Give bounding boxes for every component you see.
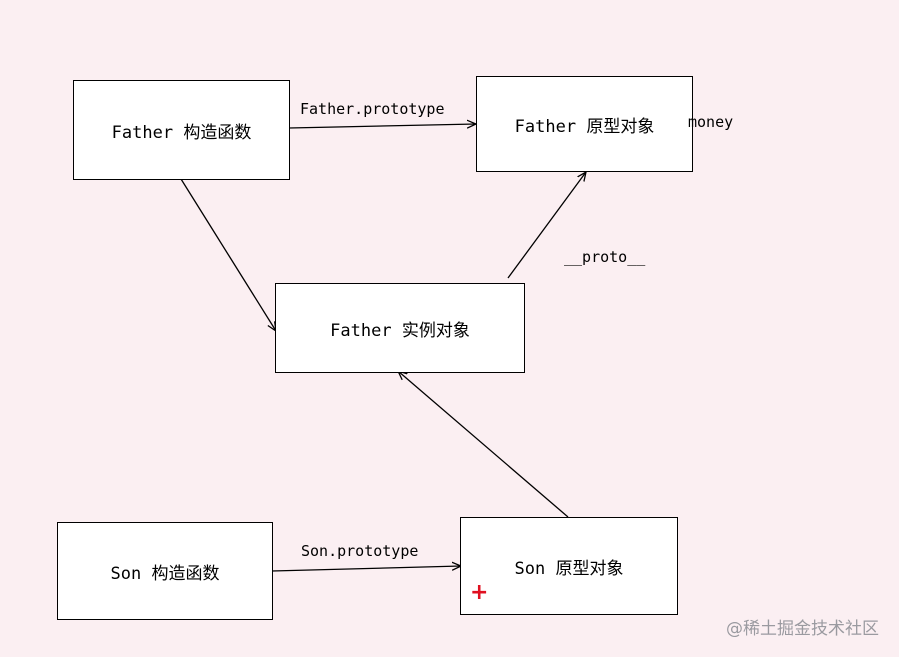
father-prototype-edge-label: Father.prototype xyxy=(300,100,445,118)
money-annotation: money xyxy=(688,113,734,131)
watermark: @稀土掘金技术社区 xyxy=(726,619,879,639)
father-instance-label: Father 实例对象 xyxy=(330,320,470,341)
father-prototype-label: Father 原型对象 xyxy=(514,116,655,137)
proto-edge-label: __proto__ xyxy=(564,248,646,266)
arrow-son-constructor-to-prototype xyxy=(271,566,461,572)
arrow-son-prototype-to-father-instance xyxy=(398,371,569,518)
arrow-father-constructor-to-prototype xyxy=(288,124,476,128)
father-constructor-label: Father 构造函数 xyxy=(111,122,252,143)
son-prototype-label: Son 原型对象 xyxy=(514,558,624,579)
father-instance-box: Father 实例对象 xyxy=(275,283,525,373)
arrow-father-constructor-to-instance xyxy=(180,178,276,331)
son-prototype-box: Son 原型对象 xyxy=(460,517,678,615)
father-prototype-box: Father 原型对象 xyxy=(476,76,693,172)
son-prototype-edge-label: Son.prototype xyxy=(301,542,419,560)
son-constructor-label: Son 构造函数 xyxy=(110,563,220,584)
plus-icon: + xyxy=(470,580,489,605)
father-constructor-box: Father 构造函数 xyxy=(73,80,290,180)
son-constructor-box: Son 构造函数 xyxy=(57,522,273,620)
arrow-instance-to-father-prototype xyxy=(507,172,586,279)
